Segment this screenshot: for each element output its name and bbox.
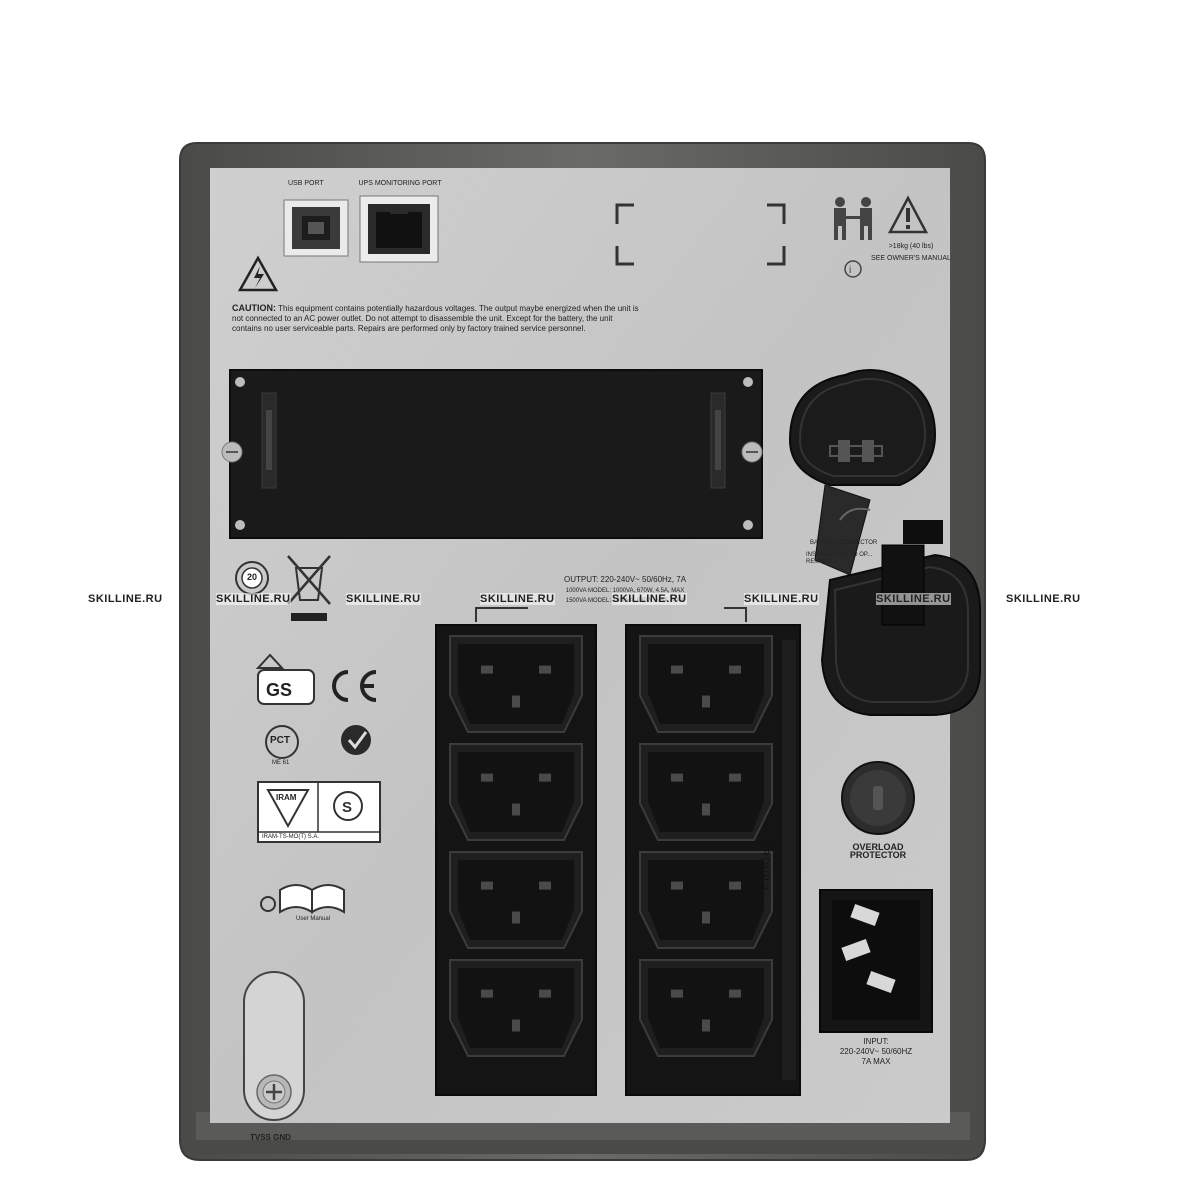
iram-text: IRAM [276,793,297,802]
output-model-line1: 1000VA MODEL: 1000VA, 670W, 4.5A, MAX [565,588,685,594]
caution-text: This equipment contains potentially haza… [232,304,639,333]
watermark-text: SKILLINE.RU [346,593,421,605]
read-manual-icon: i [844,260,862,278]
group-1-label: GROUP 1 [759,840,770,892]
iec-outlet-right-4[interactable] [639,959,773,1057]
slot-screw-left [221,441,243,463]
caution-title: CAUTION: [232,303,276,313]
certification-check-icon [341,725,371,755]
iec-outlet-left-3[interactable] [449,851,583,949]
electrical-hazard-icon [237,255,279,292]
ce-mark-icon [332,670,377,702]
gs-mark-text: GS [266,680,293,700]
svg-text:S: S [342,799,352,816]
pct-code-text: ME 61 [272,760,290,766]
gs-mark-icon [255,653,315,705]
watermark-text: SKILLINE.RU [744,593,819,605]
iram-code-text: IRAM-TS-MO(T) S.A. [262,834,319,840]
recycle-years-text: 20 [246,572,257,582]
see-manual-label: SEE OWNER'S MANUAL [871,255,951,262]
label-placeholder-brackets [615,203,786,266]
tvss-ground-label: TVSS GND [250,1133,291,1142]
input-rating-label: 220-240V~ 50/60HZ [839,1047,913,1056]
ground-screw-icon [256,1074,292,1110]
watermark-text: SKILLINE.RU [216,593,291,605]
output-rating-label: OUTPUT: 220-240V~ 50/60Hz, 7A [563,575,687,584]
pct-mark-text: PCT [270,735,290,746]
pct-mark-icon [265,725,299,759]
user-manual-icon [260,884,345,914]
battery-connector-plug[interactable] [788,369,937,576]
ac-input-socket[interactable] [819,889,933,1033]
overload-protector-label: OVERLOAD PROTECTOR [849,842,907,860]
outlets-right-group [639,635,773,1057]
ups-monitoring-port[interactable] [359,195,439,263]
watermark-text: SKILLINE.RU [876,593,951,605]
two-person-lift-icon [834,197,872,240]
warning-triangle-icon [887,195,929,234]
output-bracket-line [475,607,747,622]
monitoring-port-label: UPS MONITORING PORT [358,180,442,187]
usb-port[interactable] [283,199,349,257]
smartslot-cover-plate [229,369,763,539]
input-max-label: 7A MAX [861,1057,891,1066]
input-label: INPUT: [863,1037,889,1046]
weee-bin-icon [287,555,331,621]
iram-cert-box: S [257,781,381,843]
battery-instruction-label: INSTALLATION TO OP... REMOVE... [806,552,873,565]
slot-screw-right [741,441,763,463]
user-manual-text: User Manual [296,916,331,922]
battery-connector-label: BATTERY CONNECTOR [810,540,878,546]
svg-text:i: i [849,265,851,276]
iec-outlet-right-1[interactable] [639,635,773,733]
watermark-text: SKILLINE.RU [1006,593,1081,605]
iec-outlet-left-1[interactable] [449,635,583,733]
caution-notice: CAUTION: This equipment contains potenti… [232,303,642,334]
outlets-left-group [449,635,583,1057]
iec-outlet-left-2[interactable] [449,743,583,841]
iec-outlet-left-4[interactable] [449,959,583,1057]
watermark-text: SKILLINE.RU [88,593,163,605]
watermark-text: SKILLINE.RU [480,593,555,605]
usb-port-label: USB PORT [288,180,324,187]
weight-label: >18kg (40 lbs) [888,243,934,250]
watermark-text: SKILLINE.RU [612,593,687,605]
iec-outlet-right-2[interactable] [639,743,773,841]
overload-protector-button[interactable] [841,761,915,835]
iec-outlet-right-3[interactable] [639,851,773,949]
